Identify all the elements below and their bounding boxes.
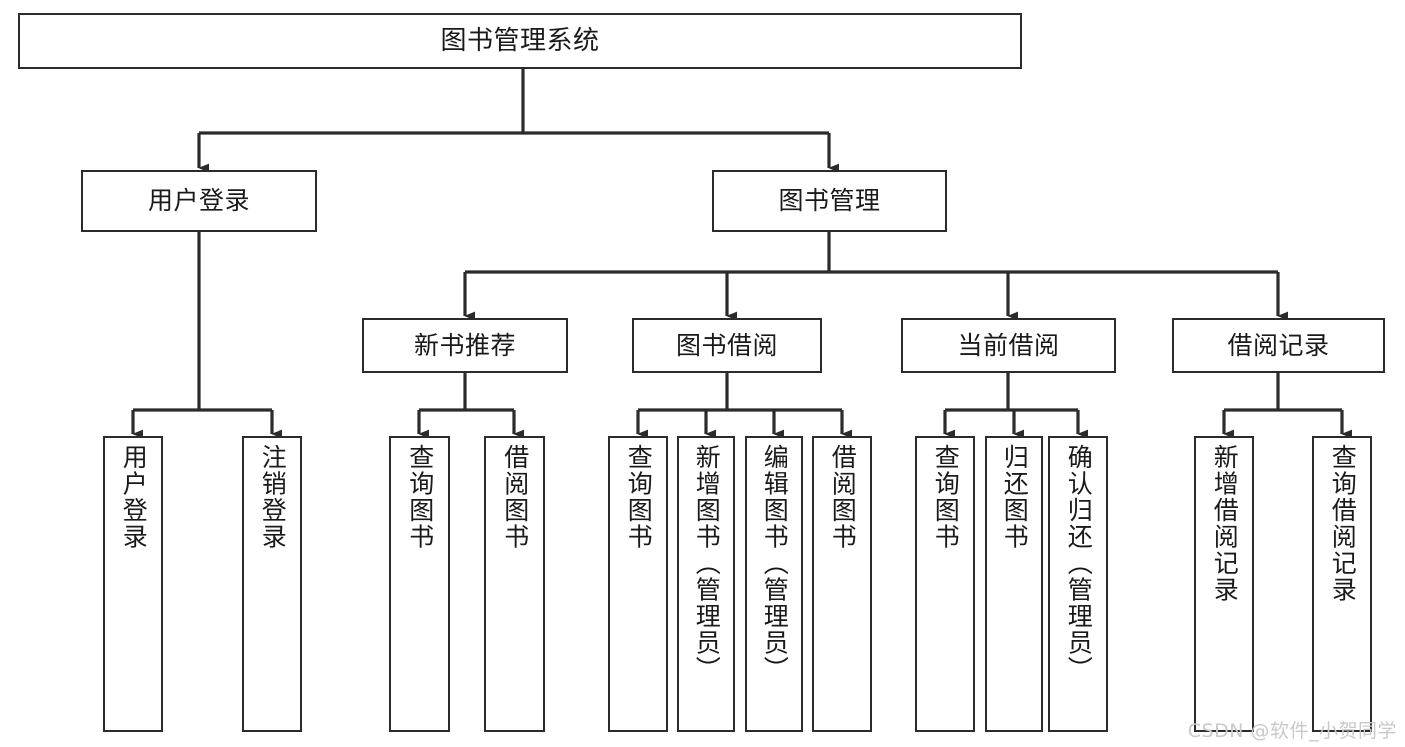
node-label-leaf-add-book-admin: 新增图书（管理员） xyxy=(692,444,722,683)
node-leaf-add-borrow-record[interactable]: 新增借阅记录 xyxy=(1194,436,1254,732)
node-label-book-borrow: 图书借阅 xyxy=(675,330,778,360)
node-leaf-query-book-2[interactable]: 查询图书 xyxy=(608,436,668,732)
node-label-leaf-query-borrow-record: 查询借阅记录 xyxy=(1328,444,1358,603)
node-borrow-records[interactable]: 借阅记录 xyxy=(1172,318,1385,373)
node-label-leaf-add-borrow-record: 新增借阅记录 xyxy=(1210,444,1240,603)
node-label-leaf-logout: 注销登录 xyxy=(258,444,288,550)
node-leaf-borrow-book-1[interactable]: 借阅图书 xyxy=(484,436,545,732)
node-label-leaf-borrow-book-2: 借阅图书 xyxy=(828,444,858,550)
node-label-root: 图书管理系统 xyxy=(440,25,600,56)
node-leaf-user-login[interactable]: 用户登录 xyxy=(103,436,163,732)
node-label-leaf-query-book-1: 查询图书 xyxy=(405,444,435,550)
connector-lines xyxy=(131,69,1353,439)
node-label-book-management: 图书管理 xyxy=(778,186,881,216)
node-label-leaf-edit-book-admin: 编辑图书（管理员） xyxy=(760,444,790,683)
node-leaf-add-book-admin[interactable]: 新增图书（管理员） xyxy=(677,436,735,732)
node-current-borrow[interactable]: 当前借阅 xyxy=(901,318,1116,373)
node-leaf-confirm-return-admin[interactable]: 确认归还（管理员） xyxy=(1048,436,1108,732)
node-label-leaf-return-book: 归还图书 xyxy=(1000,444,1030,550)
node-label-leaf-user-login: 用户登录 xyxy=(119,444,149,550)
node-label-leaf-query-book-2: 查询图书 xyxy=(624,444,654,550)
node-label-new-book-recommend: 新书推荐 xyxy=(413,330,516,360)
node-label-user-login: 用户登录 xyxy=(147,186,250,216)
node-leaf-query-borrow-record[interactable]: 查询借阅记录 xyxy=(1312,436,1372,732)
node-book-borrow[interactable]: 图书借阅 xyxy=(632,318,822,373)
node-user-login[interactable]: 用户登录 xyxy=(81,170,317,232)
csdn-watermark: CSDN @软件_小贺同学 xyxy=(1187,720,1397,742)
node-leaf-edit-book-admin[interactable]: 编辑图书（管理员） xyxy=(745,436,803,732)
node-new-book-recommend[interactable]: 新书推荐 xyxy=(362,318,568,373)
node-label-borrow-records: 借阅记录 xyxy=(1227,330,1330,360)
node-label-leaf-confirm-return-admin: 确认归还（管理员） xyxy=(1064,444,1094,683)
node-leaf-return-book[interactable]: 归还图书 xyxy=(985,436,1043,732)
node-label-current-borrow: 当前借阅 xyxy=(957,330,1060,360)
node-leaf-borrow-book-2[interactable]: 借阅图书 xyxy=(812,436,872,732)
node-leaf-logout[interactable]: 注销登录 xyxy=(242,436,302,732)
node-book-management[interactable]: 图书管理 xyxy=(712,170,947,232)
node-label-leaf-borrow-book-1: 借阅图书 xyxy=(500,444,530,550)
node-leaf-query-book-3[interactable]: 查询图书 xyxy=(915,436,975,732)
node-root[interactable]: 图书管理系统 xyxy=(18,13,1022,69)
node-label-leaf-query-book-3: 查询图书 xyxy=(931,444,961,550)
node-leaf-query-book-1[interactable]: 查询图书 xyxy=(389,436,450,732)
